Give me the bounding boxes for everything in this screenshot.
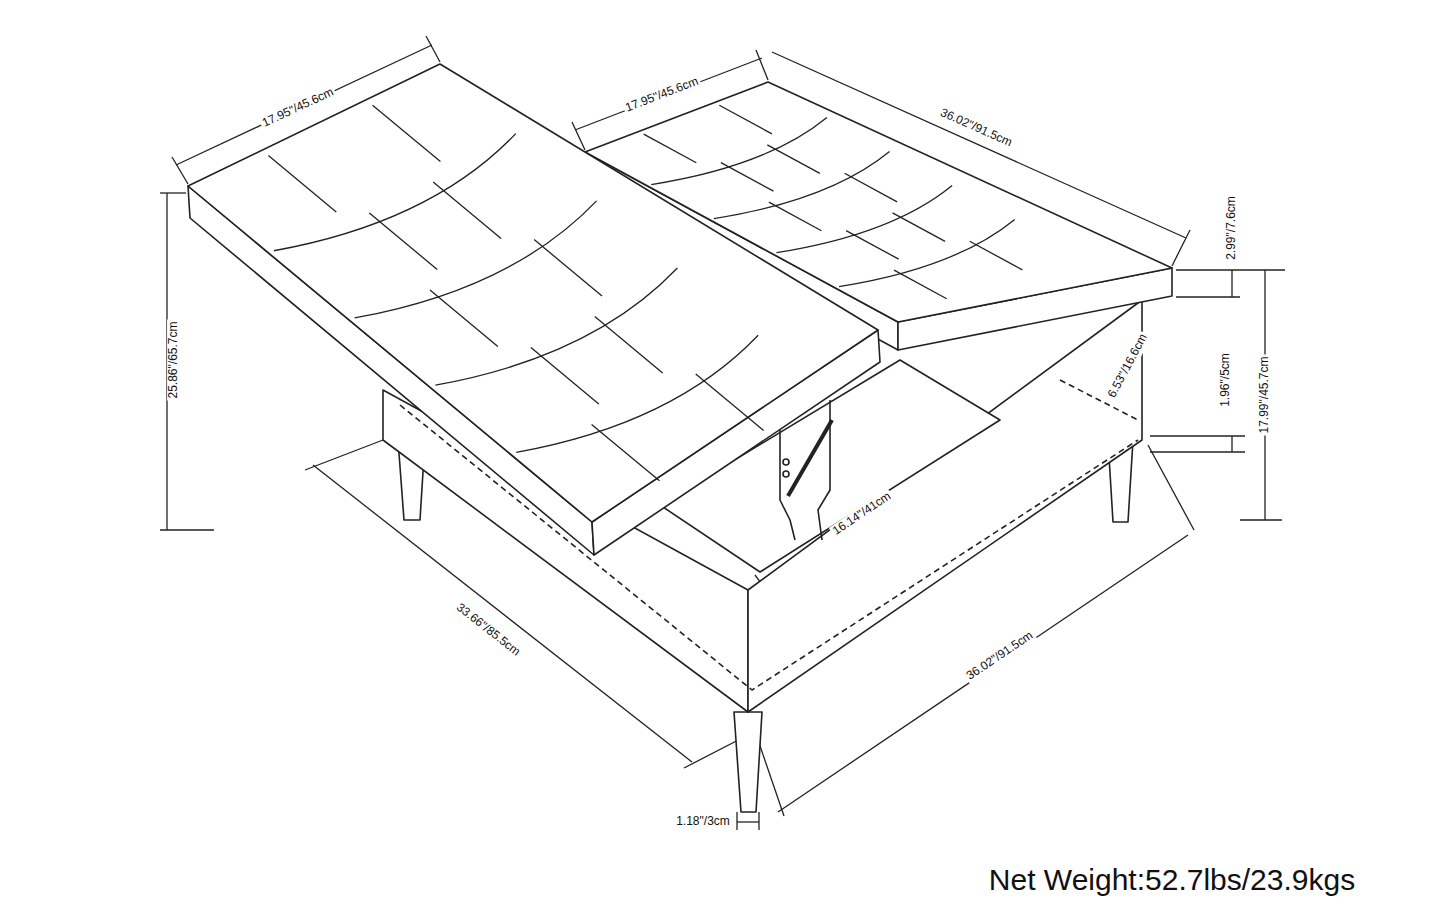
tufting-seam xyxy=(592,424,660,480)
dimension-label: 36.02"/91.5cm xyxy=(963,628,1038,685)
dimension-label: 6.53"/16.6cm xyxy=(1104,330,1151,402)
tufting-seam xyxy=(696,374,764,430)
tufting-seam xyxy=(268,156,336,212)
tufting-seam xyxy=(776,185,952,252)
tufting-seam xyxy=(369,213,437,269)
tufting-seam xyxy=(651,117,827,184)
tufting-seam xyxy=(846,231,899,260)
tufting-seam xyxy=(845,173,898,202)
dimension-label: 17.95"/45.6cm xyxy=(258,85,337,132)
ottoman-lids xyxy=(188,64,1172,555)
tufting-seam xyxy=(435,268,677,385)
tufting-seam xyxy=(373,105,441,161)
tufting-seam xyxy=(274,134,516,251)
tufting-seam xyxy=(433,182,501,238)
dimension-label: 36.02"/91.5cm xyxy=(936,105,1016,151)
tufting-seam xyxy=(355,201,597,318)
tufting-seam xyxy=(531,347,599,403)
tufting-seam xyxy=(894,270,947,299)
tufting-seam xyxy=(644,134,697,163)
dimension-label: 25.86"/65.7cm xyxy=(167,320,181,401)
tufting-seam xyxy=(892,213,945,242)
dimension-label: 17.99"/45.7cm xyxy=(1258,355,1272,436)
weight-note: Net Weight:52.7lbs/23.9kgs xyxy=(987,863,1357,898)
dimension-label: 16.14"/41cm xyxy=(829,488,896,539)
dimension-lines xyxy=(160,36,1285,830)
tufting-seam xyxy=(719,105,772,134)
tufting-seam xyxy=(767,145,820,174)
dimension-label: 33.66"/85.5cm xyxy=(452,600,524,661)
dimension-label: 2.99"/7.6cm xyxy=(1225,194,1239,262)
tufting-seam xyxy=(595,317,663,373)
tufting-seam xyxy=(839,219,1015,286)
tufting-seam xyxy=(769,202,822,231)
tufting-seam xyxy=(721,163,774,192)
tufting-seam xyxy=(430,290,498,346)
tufting-seam xyxy=(970,241,1023,270)
tufting-seam xyxy=(714,151,890,218)
tufting-seam xyxy=(534,240,602,296)
tufting-seam xyxy=(516,335,758,452)
dimension-label: 17.95"/45.6cm xyxy=(622,74,703,116)
dimension-label: 1.18"/3cm xyxy=(674,815,732,829)
dimension-label: 1.96"/5cm xyxy=(1219,351,1233,409)
